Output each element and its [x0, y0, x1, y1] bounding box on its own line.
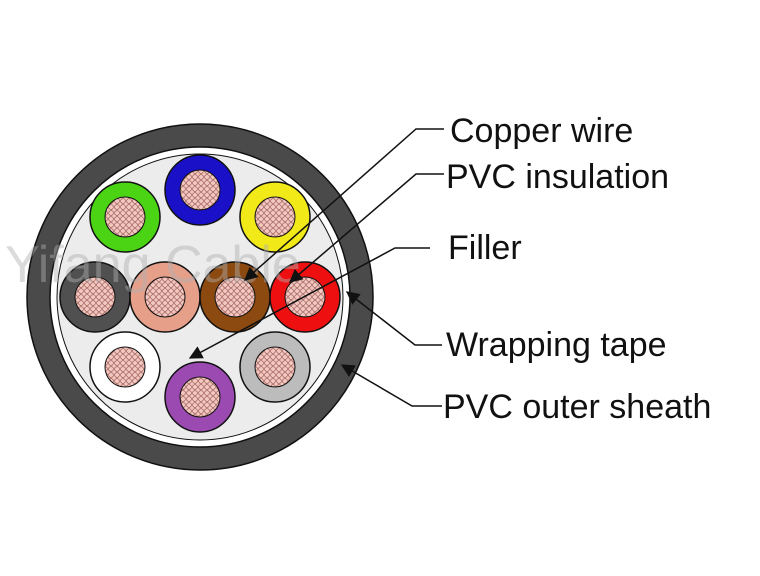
- labels: Copper wire PVC insulation Filler Wrappi…: [443, 112, 711, 426]
- core-green: [89, 181, 161, 253]
- cores: [59, 154, 341, 433]
- leader-wrapping-tape: [345, 291, 442, 346]
- copper-conductor: [214, 276, 256, 318]
- core-yellow: [239, 181, 311, 253]
- copper-conductor: [104, 196, 146, 238]
- copper-conductor: [254, 346, 296, 388]
- label-wrapping-tape: Wrapping tape: [446, 326, 667, 364]
- copper-conductor: [104, 346, 146, 388]
- label-filler: Filler: [448, 229, 522, 267]
- leader-filler: [188, 247, 430, 359]
- copper-conductor: [74, 276, 116, 318]
- label-pvc-insulation: PVC insulation: [446, 158, 669, 196]
- copper-conductor: [179, 376, 221, 418]
- leader-copper-wire: [243, 128, 444, 281]
- core-grey: [239, 331, 311, 403]
- watermark-text: Yifang Cable: [5, 236, 301, 294]
- core-salmon: [129, 261, 201, 333]
- core-white: [89, 331, 161, 403]
- core-blue: [164, 154, 236, 226]
- core-violet: [164, 361, 236, 433]
- copper-conductor: [144, 276, 186, 318]
- copper-conductor: [254, 196, 296, 238]
- core-black: [59, 261, 131, 333]
- label-copper-wire: Copper wire: [450, 112, 633, 150]
- label-pvc-outer-sheath: PVC outer sheath: [443, 388, 711, 426]
- copper-conductor: [179, 169, 221, 211]
- leader-lines: [188, 128, 444, 407]
- leader-pvc-insulation: [288, 173, 444, 283]
- leader-pvc-outer-sheath: [340, 364, 442, 407]
